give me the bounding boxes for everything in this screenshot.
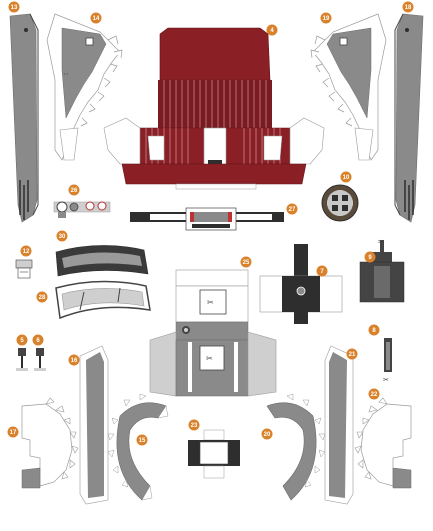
svg-text:25: 25 <box>243 260 250 266</box>
part-10-hub <box>321 184 359 222</box>
svg-text:14: 14 <box>93 16 100 22</box>
part-number-badges: 13 14 4 19 18 26 10 27 30 25 7 9 12 28 5… <box>7 1 414 446</box>
svg-text:27: 27 <box>289 207 296 213</box>
badge-14: 14 <box>90 12 102 24</box>
badge-9: 9 <box>364 251 376 263</box>
svg-text:30: 30 <box>59 234 66 240</box>
part-9-dark-box: ✂ <box>359 239 405 303</box>
scissors-icon: ✂ <box>206 354 213 363</box>
svg-text:8: 8 <box>372 328 376 334</box>
svg-text:28: 28 <box>39 295 46 301</box>
scissors-icon: ✂ <box>383 377 389 384</box>
svg-text:21: 21 <box>349 352 356 358</box>
part-25-cabin-net: ✂ ✂ <box>149 269 277 397</box>
svg-text:20: 20 <box>264 432 271 438</box>
badge-7: 7 <box>316 265 328 277</box>
svg-text:12: 12 <box>23 249 30 255</box>
badge-20: 20 <box>261 428 273 440</box>
badge-22: 22 <box>368 388 380 400</box>
badge-18: 18 <box>402 1 414 13</box>
svg-text:23: 23 <box>191 423 198 429</box>
part-20-right-arc <box>266 393 326 501</box>
badge-26: 26 <box>68 184 80 196</box>
badge-5: 5 <box>16 334 28 346</box>
part-22-right-gear <box>354 397 412 489</box>
badge-8: 8 <box>368 324 380 336</box>
svg-text:9: 9 <box>368 255 372 261</box>
scissors-icon: ✂ <box>378 239 384 246</box>
part-19-right-fender <box>310 13 387 161</box>
part-12-bracket <box>15 259 33 279</box>
part-16-left-side <box>79 345 109 505</box>
badge-16: 16 <box>68 354 80 366</box>
part-27-dash-strip <box>130 207 284 231</box>
svg-text:13: 13 <box>11 5 18 11</box>
badge-6: 6 <box>32 334 44 346</box>
part-14-left-fender: • ▪ <box>46 13 123 161</box>
part-15-left-arc <box>107 393 169 501</box>
svg-text:7: 7 <box>320 269 324 275</box>
part-4-seat <box>103 27 325 190</box>
part-23-small-box <box>188 429 240 479</box>
badge-17: 17 <box>7 426 19 438</box>
badge-12: 12 <box>20 245 32 257</box>
part-26-lamp-strip <box>53 201 111 218</box>
part-7-gauge-net <box>259 244 343 324</box>
part-28-frame <box>55 280 151 320</box>
svg-text:• ▪: • ▪ <box>64 71 69 76</box>
scissors-icon: ✂ <box>207 298 214 307</box>
svg-text:4: 4 <box>270 28 274 34</box>
badge-25: 25 <box>240 256 252 268</box>
badge-10: 10 <box>340 171 352 183</box>
part-21-right-side <box>324 345 354 505</box>
badge-27: 27 <box>286 203 298 215</box>
badge-23: 23 <box>188 419 200 431</box>
part-17-left-gear <box>21 397 79 489</box>
part-8-pin: ✂ <box>383 338 392 384</box>
badge-19: 19 <box>320 12 332 24</box>
svg-text:5: 5 <box>20 338 24 344</box>
svg-text:19: 19 <box>323 16 330 22</box>
svg-text:22: 22 <box>371 392 378 398</box>
svg-text:15: 15 <box>139 438 146 444</box>
badge-4: 4 <box>266 24 278 36</box>
badge-13: 13 <box>8 1 20 13</box>
svg-text:17: 17 <box>10 430 17 436</box>
badge-28: 28 <box>36 291 48 303</box>
svg-text:16: 16 <box>71 358 78 364</box>
part-30-windscreen <box>55 245 149 277</box>
svg-text:6: 6 <box>36 338 40 344</box>
svg-text:18: 18 <box>405 5 412 11</box>
badge-21: 21 <box>346 348 358 360</box>
badge-30: 30 <box>56 230 68 242</box>
badge-15: 15 <box>136 434 148 446</box>
svg-text:10: 10 <box>343 175 350 181</box>
part-18-right-strip <box>394 13 424 223</box>
svg-text:26: 26 <box>71 188 78 194</box>
part-5-6-pins <box>16 348 46 371</box>
part-13-left-strip <box>9 13 39 223</box>
